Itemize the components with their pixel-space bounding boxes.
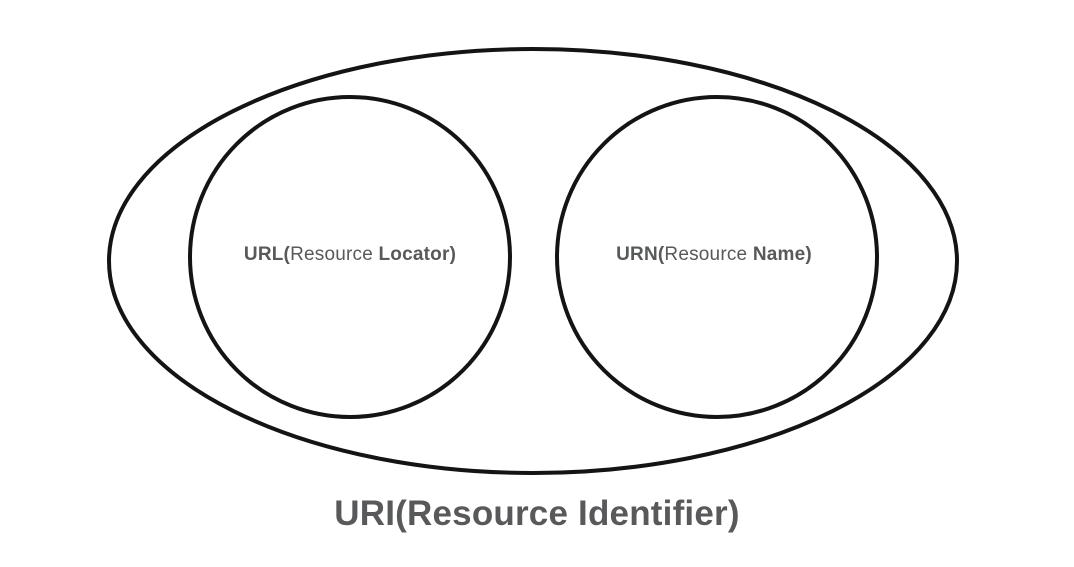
- urn-circle-label: URN(Resource Name): [616, 244, 812, 266]
- uri-outer-ellipse: [107, 47, 959, 475]
- urn-label-bold-prefix: URN(: [616, 244, 665, 265]
- url-circle: [188, 95, 512, 419]
- urn-label-regular-middle: Resource: [664, 244, 753, 265]
- url-circle-label: URL(Resource Locator): [244, 244, 456, 266]
- url-label-regular-middle: Resource: [290, 244, 379, 265]
- urn-label-bold-suffix: Name): [752, 244, 812, 265]
- url-label-bold-prefix: URL(: [243, 244, 291, 265]
- url-label-bold-suffix: Locator): [378, 244, 457, 265]
- urn-circle: [555, 95, 879, 419]
- uri-diagram-title: URI(Resource Identifier): [334, 494, 740, 533]
